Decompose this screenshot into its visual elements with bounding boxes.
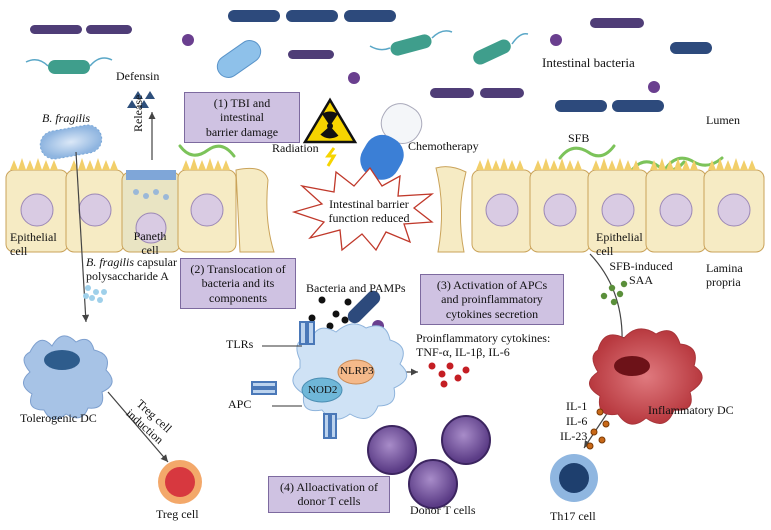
b-fragilis-bacterium [39,124,103,160]
defensin-label: Defensin [116,69,160,83]
il1-label: IL-1 [566,399,588,413]
paneth-line2: cell [141,242,159,257]
epithelial-right-line2: cell [596,243,614,258]
b-fragilis-label: B. fragilis [42,111,91,125]
radiation-label: Radiation [272,141,319,155]
capsular-line2: polysaccharide A [86,268,169,283]
donor-t-cells-label: Donor T cells [410,503,476,517]
barrier-reduced-label: Intestinal barrier function reduced [314,197,424,226]
capsular-rest: capsular [134,255,177,269]
epithelial-cell-right-label: Epithelial cell [596,230,643,259]
intestinal-bacteria-label: Intestinal bacteria [542,55,635,70]
defensin-triangles [127,91,155,108]
apc-cell [251,321,408,439]
capsular-italic: B. fragilis [86,255,135,269]
box3-line3: cytokines secretion [445,306,539,321]
box2-line2: bacteria and its [201,276,275,291]
sfb-label: SFB [568,131,590,145]
inflammatory-dc-cell [589,328,703,425]
paneth-cell-label: Paneth cell [126,229,174,258]
cytokine-dots [428,362,470,388]
paneth-line1: Paneth [133,229,167,243]
box2-line3: components [209,290,267,305]
treg-cell-label: Treg cell [156,507,199,521]
barrier-reduced-line2: function reduced [328,210,410,225]
epithelial-left-line1: Epithelial [10,230,57,244]
sfb-saa-label: SFB-induced SAA [606,259,676,288]
th17-cell [550,454,598,502]
sfb-saa-line2: SAA [628,272,653,287]
il23-label: IL-23 [560,429,588,443]
step-box-3: (3) Activation of APCs and proinflammato… [420,274,564,326]
epithelium-left [5,158,275,253]
lumen-bacteria [25,10,712,112]
tolerogenic-dc-label: Tolerogenic DC [20,411,97,425]
proinflam-line2: TNF-α, IL-1β, IL-6 [416,344,510,359]
tlrs-label: TLRs [226,337,254,351]
chemotherapy-label: Chemotherapy [408,139,479,153]
saa-dots [600,280,628,306]
nlrp3-label: NLRP3 [340,365,374,377]
proinflam-line1: Proinflammatory cytokines: [416,331,551,345]
polysaccharide-dots [83,285,107,303]
box4-line1: (4) Alloactivation of [280,480,378,494]
treg-cell [158,460,202,504]
epithelium-right [435,158,765,253]
box3-line2: and proinflammatory [441,292,543,307]
apc-label: APC [228,397,252,411]
lumen-label: Lumen [706,113,740,127]
box1-line2: barrier damage [205,124,279,139]
capsular-polysaccharide-label: B. fragilis capsular polysaccharide A [86,255,177,284]
epithelial-cell-left-label: Epithelial cell [10,230,57,259]
inflammatory-dc-label: Inflammatory DC [648,403,734,417]
nod2-label: NOD2 [308,384,338,396]
epithelial-left-line2: cell [10,243,28,258]
lamina-propria-label: Lamina propria [706,261,743,290]
box4-line2: donor T cells [297,494,361,509]
box1-line1: (1) TBI and intestinal [213,96,271,125]
radiation-icon [302,97,358,167]
donor-t-cells [367,415,491,509]
bacteria-pamps-label: Bacteria and PAMPs [306,281,406,295]
barrier-reduced-burst [291,166,435,252]
il6-label: IL-6 [566,414,588,428]
box2-line1: (2) Translocation of [190,262,286,276]
il-dots [586,408,610,450]
step-box-2: (2) Translocation of bacteria and its co… [180,258,296,310]
sfb-saa-line1: SFB-induced [609,259,673,273]
tolerogenic-dc-cell [23,335,113,420]
step-box-4: (4) Alloactivation of donor T cells [268,476,390,513]
release-label: Release [131,94,145,132]
proinflammatory-label: Proinflammatory cytokines: TNF-α, IL-1β,… [416,331,551,360]
barrier-reduced-line1: Intestinal barrier [329,197,409,211]
capsular-line1: B. fragilis capsular [86,255,177,270]
step-box-1: (1) TBI and intestinal barrier damage [184,92,300,144]
lamina-line2: propria [706,274,741,289]
box3-line1: (3) Activation of APCs [436,278,548,292]
epithelial-right-line1: Epithelial [596,230,643,244]
th17-label: Th17 cell [550,509,596,523]
lamina-line1: Lamina [706,261,743,275]
